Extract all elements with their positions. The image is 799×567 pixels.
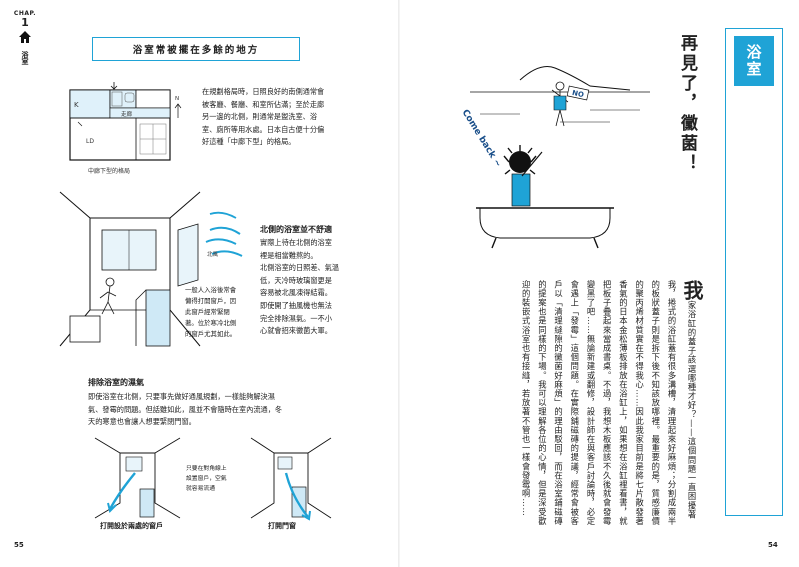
moisture-heading: 排除浴室的濕氣 — [88, 378, 144, 387]
north-line: 完全排除濕氣。一不小 — [260, 313, 332, 323]
side-note: 一般人入浴後常會 懶得打開窗戶，因 此窗戶經常緊閉 著。位於寒冷北側 的窗戶尤其… — [185, 285, 257, 340]
intro-line: 被客廳、餐廳、和室所佔滿；至於走廊 — [202, 99, 325, 109]
north-line: 容易被北風凍得結霜。 — [260, 288, 332, 298]
north-line: 裡是相當難熬的。 — [260, 250, 318, 260]
mid-note-line: 就容易流通 — [186, 486, 215, 492]
page-number-left: 55 — [14, 541, 24, 549]
mid-note-line: 設置窗戶，空氣 — [186, 476, 227, 482]
floorplan-illustration — [69, 82, 182, 161]
chapter-number: 1 — [21, 16, 29, 29]
caption-door-window: 打開門窗 — [268, 522, 296, 530]
room-ld-label: LD — [86, 138, 94, 145]
compass-label: N — [175, 96, 180, 102]
caption-two-windows: 打開設於兩處的窗戶 — [100, 522, 163, 530]
room-k-label: K — [74, 101, 79, 109]
house-icon — [19, 31, 31, 43]
intro-line: 好這種「中廊下型」的格局。 — [202, 137, 296, 147]
bathtub-mold-illustration — [470, 66, 650, 249]
intro-line: 室、廁所等用水處。日本自古便十分偏 — [202, 124, 325, 134]
intro-text: 在規劃格局時，日照良好的南側通常會 被客廳、餐廳、和室所佔滿；至於走廊 另一邊的… — [202, 86, 362, 149]
category-frame — [725, 28, 783, 516]
chapter-name: 浴室 — [21, 51, 29, 65]
category-label: 浴室 — [734, 36, 774, 86]
side-note-line: 懶得打開窗戶，因 — [185, 297, 237, 305]
side-note-line: 此窗戶經常緊閉 — [185, 308, 230, 316]
chapter-label: CHAP. — [13, 10, 37, 17]
two-windows-illustration — [94, 437, 181, 519]
north-line: 北側浴室的日照差、氣溫 — [260, 263, 340, 273]
side-note-line: 的窗戶尤其如此。 — [185, 330, 237, 338]
floorplan-caption: 中廊下型的格局 — [88, 168, 131, 175]
moisture-text: 即使浴室在北側，只要事先做好通風規劃，一樣能夠解決濕 氣、發霉的問題。但話雖如此… — [88, 391, 378, 429]
side-note-line: 一般人入浴後常會 — [185, 286, 237, 294]
north-text: 實際上待在北側的浴室 裡是相當難熬的。 北側浴室的日照差、氣溫 低，天冷時玻璃窗… — [260, 237, 380, 338]
side-note-line: 著。位於寒冷北側 — [185, 319, 237, 327]
book-gutter — [398, 0, 401, 567]
intro-line: 在規劃格局時，日照良好的南側通常會 — [202, 87, 325, 96]
north-line: 即使開了抽風機也無法 — [260, 300, 332, 310]
page-number-right: 54 — [768, 541, 778, 549]
north-wind-label: 北風 — [207, 252, 219, 258]
north-bathroom-illustration — [59, 191, 243, 347]
north-heading: 北側的浴室並不舒適 — [260, 225, 332, 234]
chapter-marker: CHAP. 1 浴室 — [12, 10, 38, 65]
left-page: CHAP. 1 浴室 浴室常被擺在多餘的地方 K 走廊 LD N 中廊下型的格局… — [0, 0, 399, 567]
intro-line: 另一邊的北側，則通常是盥洗室、浴 — [202, 112, 318, 122]
mid-note-line: 只要在對角線上 — [186, 466, 227, 472]
section-title: 浴室常被擺在多餘的地方 — [92, 37, 300, 61]
moisture-line: 天的寒意也會讓人想要緊閉門窗。 — [88, 417, 196, 427]
right-page — [400, 0, 799, 567]
body-text: 我家浴缸的蓋子該選哪種才好？——這個問題一直困擾著我，捲式的浴缸蓋有很多溝槽，清… — [446, 280, 704, 530]
headline: 再見了，黴菌！ — [677, 34, 697, 174]
door-window-illustration — [250, 437, 332, 521]
mold-character — [503, 145, 537, 175]
north-line: 低，天冷時玻璃窗更是 — [260, 275, 332, 285]
north-line: 心就會招來黴菌大軍。 — [260, 326, 332, 336]
mid-note: 只要在對角線上 設置窗戶，空氣 就容易流通 — [186, 464, 256, 494]
north-line: 實際上待在北側的浴室 — [260, 238, 332, 247]
moisture-line: 氣、發霉的問題。但話雖如此，風並不會隨時在室內流通，冬 — [88, 404, 283, 414]
body-first-char: 我 — [680, 280, 704, 301]
room-corridor-label: 走廊 — [121, 112, 133, 118]
moisture-line: 即使浴室在北側，只要事先做好通風規劃，一樣能夠解決濕 — [88, 392, 275, 401]
body-paragraph: 家浴缸的蓋子該選哪種才好？——這個問題一直困擾著我，捲式的浴缸蓋有很多溝槽，清理… — [521, 280, 697, 526]
